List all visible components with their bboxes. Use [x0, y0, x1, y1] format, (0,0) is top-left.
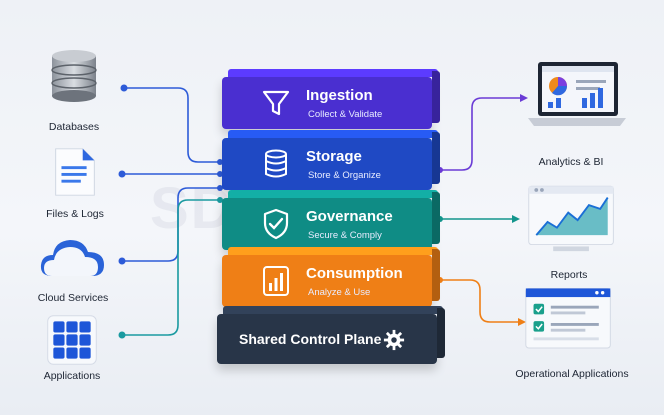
app-grid-icon	[47, 315, 97, 365]
source-label-databases: Databases	[48, 121, 100, 133]
connector-analytics	[440, 97, 520, 171]
connector-operational	[440, 279, 518, 323]
layer-title: Consumption	[306, 265, 403, 282]
cloud-icon	[40, 240, 104, 276]
source-label-files-logs: Files & Logs	[46, 208, 104, 220]
layer-subtitle: Store & Organize	[308, 170, 381, 181]
source-label-applications: Applications	[43, 370, 101, 382]
layer-control-plane: Shared Control Plane	[217, 314, 437, 364]
bar-chart-icon	[263, 266, 289, 296]
checklist-window-icon	[525, 287, 611, 349]
source-label-cloud-services: Cloud Services	[37, 292, 109, 304]
gear-icon	[383, 329, 405, 351]
shield-check-icon	[263, 208, 289, 240]
area-chart-monitor-icon	[528, 185, 614, 252]
layer-governance: Governance Secure & Comply	[222, 198, 432, 250]
layer-subtitle: Analyze & Use	[308, 287, 371, 298]
output-label-operational-applications: Operational Applications	[515, 368, 629, 380]
control-plane-label: Shared Control Plane	[239, 331, 382, 347]
layer-title: Governance	[306, 208, 393, 225]
connector-cloud	[122, 187, 218, 262]
layer-consumption: Consumption Analyze & Use	[222, 255, 432, 307]
layer-subtitle: Secure & Comply	[308, 230, 382, 241]
database-cylinder-icon	[51, 50, 97, 102]
database-icon	[265, 149, 287, 178]
layer-ingestion: Ingestion Collect & Validate	[222, 77, 432, 129]
output-label-analytics-bi: Analytics & BI	[538, 156, 604, 168]
connector-databases	[124, 87, 218, 163]
layer-title: Storage	[306, 148, 362, 165]
funnel-icon	[262, 90, 290, 116]
layer-storage: Storage Store & Organize	[222, 138, 432, 190]
layer-title: Ingestion	[306, 87, 373, 104]
output-label-reports: Reports	[550, 269, 588, 281]
laptop-dashboard-icon	[528, 62, 626, 126]
connector-apps	[122, 199, 218, 336]
layer-subtitle: Collect & Validate	[308, 109, 383, 120]
document-icon	[55, 148, 95, 196]
